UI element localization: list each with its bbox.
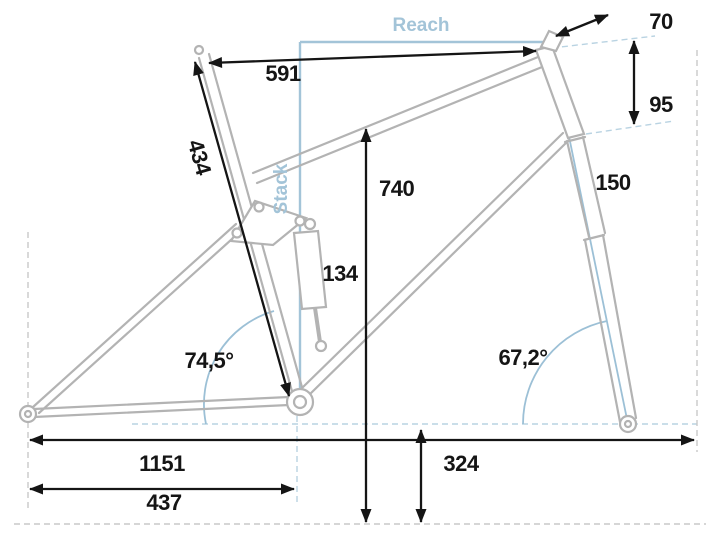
head-angle-value: 67,2°	[498, 345, 547, 370]
shock-shaft	[313, 307, 322, 343]
seat-tube-dim-arrow	[193, 61, 291, 397]
stem-dim-arrow	[555, 13, 609, 38]
reach-label: Reach	[392, 15, 449, 36]
top-tube-upper-line	[251, 53, 545, 175]
fork-crown-tick	[563, 135, 587, 144]
construction-dashed-lines	[14, 35, 706, 525]
seat-clamp	[193, 44, 205, 56]
front-axle	[623, 419, 633, 429]
seat-tube-value: 434	[183, 137, 217, 179]
dimension-arrows	[29, 13, 695, 523]
top-tube-value: 591	[265, 61, 300, 86]
seatstay-upper-line	[31, 222, 238, 409]
head-angle-arc	[522, 320, 608, 425]
shock-bottom-eyelet	[314, 339, 328, 353]
fork-lowers-tick	[582, 233, 606, 242]
fork-travel-value: 150	[595, 170, 630, 195]
chainstay-bottom-line	[32, 403, 291, 419]
standover-value: 740	[379, 176, 414, 201]
bottom-bracket-axle	[292, 394, 308, 410]
shock-stroke-value: 134	[322, 261, 358, 286]
rocker-pivot-main	[253, 201, 265, 213]
rocker-pivot-rear	[231, 227, 243, 239]
bb-height-value: 324	[443, 451, 479, 476]
wheelbase-value: 1151	[139, 451, 185, 476]
stack-label: Stack	[271, 163, 292, 214]
top-tube-dim-arrow	[208, 45, 537, 69]
chainstay-value: 437	[146, 490, 181, 515]
fork-lowers-left-line	[583, 238, 622, 424]
frame-outline	[18, 29, 638, 434]
shock-top-eyelet	[303, 217, 317, 231]
fork-stanchion-left-line	[565, 139, 591, 239]
down-tube-upper-line	[299, 131, 565, 391]
dimension-labels: Reach Stack 591 434 740 134 74,5° 67,2° …	[139, 9, 673, 515]
headtube-top-dashed-line	[551, 35, 656, 49]
seatstay-lower-line	[37, 228, 244, 415]
shock-body	[292, 229, 328, 311]
fork-lowers-right-line	[601, 233, 638, 420]
fork-stanchion-right-line	[581, 135, 607, 235]
chainstay-top-line	[32, 395, 291, 411]
stem-value: 70	[649, 9, 673, 34]
rocker-pivot-front	[294, 215, 306, 227]
rear-axle	[23, 409, 33, 419]
seat-angle-value: 74,5°	[184, 348, 233, 373]
top-tube-lower-line	[255, 63, 549, 185]
steering-axis-line	[565, 121, 629, 425]
headtube-bottom-dashed-line	[585, 120, 675, 135]
head-tube-value: 95	[649, 92, 673, 117]
head-tube	[534, 44, 586, 140]
down-tube-lower-line	[306, 138, 571, 398]
